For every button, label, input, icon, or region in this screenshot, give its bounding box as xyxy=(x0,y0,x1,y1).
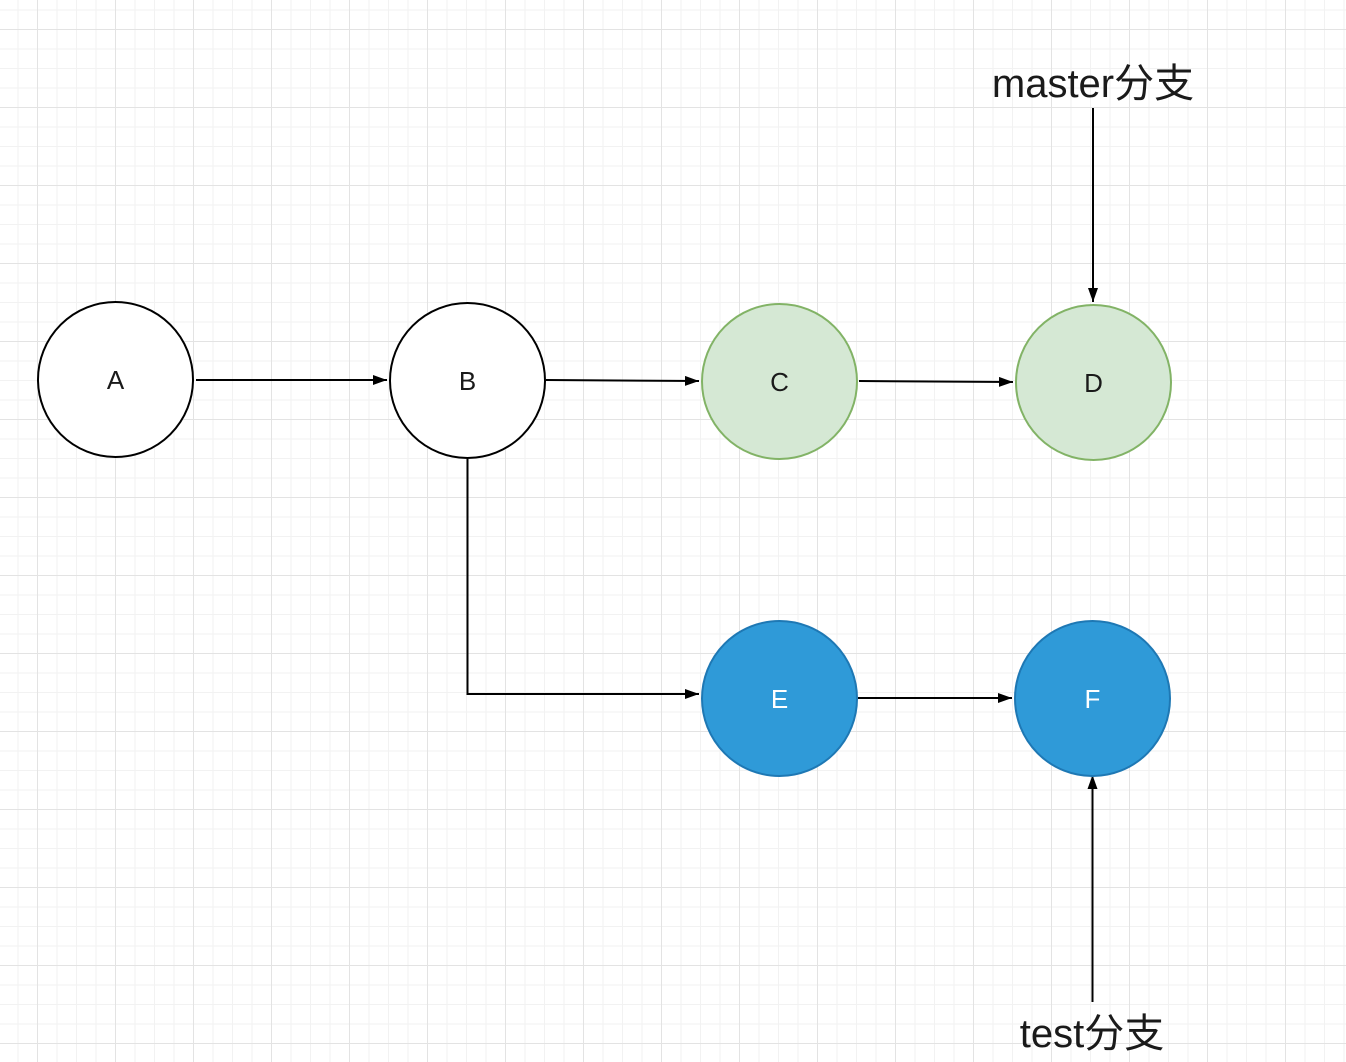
node-F-label: F xyxy=(1084,683,1101,714)
node-D[interactable]: D xyxy=(1015,304,1172,461)
node-A-label: A xyxy=(106,364,125,395)
node-D-label: D xyxy=(1084,367,1103,398)
edge-B-E[interactable] xyxy=(466,459,700,699)
node-B-label: B xyxy=(458,365,477,396)
node-C-label: C xyxy=(770,366,789,397)
edge-B-C[interactable] xyxy=(545,375,700,386)
edge-C-D[interactable] xyxy=(858,376,1014,387)
node-C[interactable]: C xyxy=(701,303,858,460)
node-A[interactable]: A xyxy=(37,301,194,458)
node-E-label: E xyxy=(770,683,789,714)
branch-label-test[interactable]: test分支 xyxy=(1019,1012,1165,1056)
node-E[interactable]: E xyxy=(701,620,858,777)
node-F[interactable]: F xyxy=(1014,620,1171,777)
node-B[interactable]: B xyxy=(389,302,546,459)
branch-label-master[interactable]: master分支 xyxy=(991,62,1195,106)
